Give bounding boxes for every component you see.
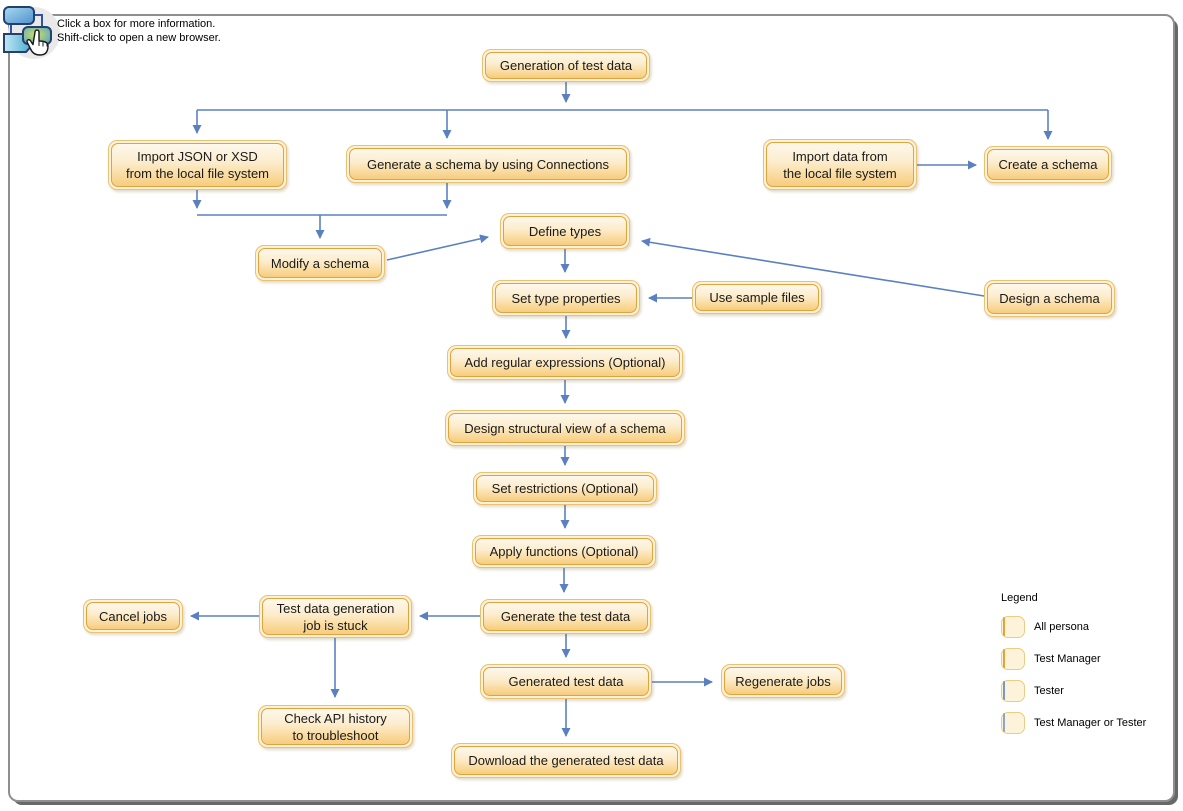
legend: Legend All persona Test Manager Tester T… [1001,592,1146,744]
node-add-regular-expressions[interactable]: Add regular expressions (Optional) [447,345,683,380]
node-label: Design structural view of a schema [464,420,666,436]
node-regenerate-jobs[interactable]: Regenerate jobs [721,664,845,698]
node-label: Generation of test data [499,58,633,73]
node-job-is-stuck[interactable]: Test data generation job is stuck [259,595,412,638]
flowchart-cursor-icon [3,6,60,59]
node-import-json-or-xsd[interactable]: Import JSON or XSD from the local file s… [108,140,287,190]
instructions-line1: Click a box for more information. [57,18,216,30]
node-check-api-history[interactable]: Check API history to troubleshoot [258,705,413,748]
node-label: Modify a schema [270,255,370,271]
legend-item-tester: Tester [1001,680,1146,702]
node-label: Download the generated test data [468,753,664,768]
legend-label: Test Manager or Tester [1034,717,1147,729]
node-apply-functions[interactable]: Apply functions (Optional) [472,535,656,568]
node-label: Regenerate jobs [735,673,831,689]
node-label: Apply functions (Optional) [489,544,639,559]
node-label: Check API history to troubleshoot [284,710,387,743]
node-cancel-jobs[interactable]: Cancel jobs [83,599,183,633]
legend-item-test-manager: Test Manager [1001,648,1146,670]
test-manager-or-tester-swatch [1001,712,1025,734]
legend-item-all-persona: All persona [1001,616,1146,638]
node-label: Use sample files [709,290,805,305]
all-persona-swatch [1001,616,1025,638]
node-create-a-schema[interactable]: Create a schema [984,146,1112,183]
instructions-text: Click a box for more information. Shift-… [57,17,221,45]
node-generate-the-test-data[interactable]: Generate the test data [480,599,651,634]
legend-title: Legend [1001,592,1038,604]
node-label: Test data generation job is stuck [276,600,395,633]
node-use-sample-files[interactable]: Use sample files [692,281,822,314]
legend-item-test-manager-or-tester: Test Manager or Tester [1001,712,1146,734]
node-label: Design a schema [999,291,1100,306]
node-label: Import data from the local file system [783,148,897,181]
node-label: Set restrictions (Optional) [491,481,639,496]
node-generation-of-test-data[interactable]: Generation of test data [482,49,650,82]
legend-label: Tester [1034,685,1064,697]
node-set-restrictions[interactable]: Set restrictions (Optional) [473,472,657,505]
legend-label: All persona [1034,621,1090,633]
node-design-structural-view[interactable]: Design structural view of a schema [445,410,685,446]
node-label: Generated test data [508,674,624,689]
node-label: Create a schema [998,157,1098,172]
node-design-a-schema[interactable]: Design a schema [984,280,1115,317]
node-label: Add regular expressions (Optional) [464,355,666,370]
node-label: Set type properties [511,290,621,306]
node-generated-test-data[interactable]: Generated test data [480,664,652,699]
tester-swatch [1001,680,1025,702]
node-label: Generate a schema by using Connections [366,156,610,172]
node-label: Cancel jobs [99,608,167,624]
test-manager-swatch [1001,648,1025,670]
node-import-data-local[interactable]: Import data from the local file system [763,139,917,190]
node-generate-schema-connections[interactable]: Generate a schema by using Connections [346,145,630,183]
node-label: Import JSON or XSD from the local file s… [125,149,270,181]
instructions-line2: Shift-click to open a new browser. [57,32,221,44]
node-label: Define types [528,223,602,239]
node-set-type-properties[interactable]: Set type properties [492,280,640,316]
node-define-types[interactable]: Define types [500,213,630,249]
node-label: Generate the test data [500,609,631,624]
node-modify-a-schema[interactable]: Modify a schema [255,245,385,281]
node-download-generated-test-data[interactable]: Download the generated test data [451,743,681,778]
legend-label: Test Manager [1034,653,1101,665]
